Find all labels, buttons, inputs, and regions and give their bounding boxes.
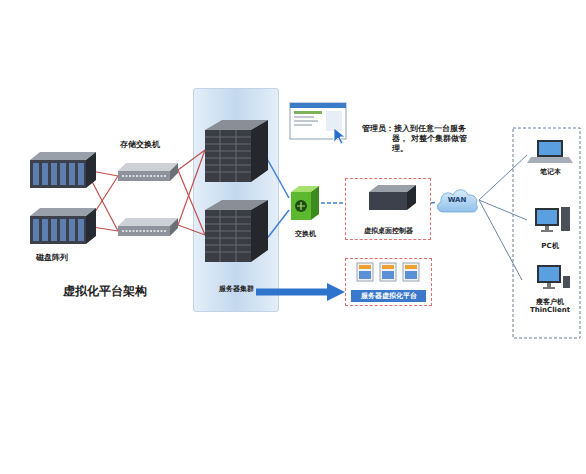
thin-screen	[539, 267, 559, 281]
pc-node: PC机	[527, 205, 573, 255]
node-label: PC机	[527, 242, 573, 250]
storage-switch	[118, 163, 178, 181]
laptop-base	[527, 157, 573, 163]
server-cluster-band: 服务器集群	[193, 88, 279, 312]
wan-cloud: WAN	[435, 187, 479, 213]
thin-stand	[547, 283, 551, 287]
screen-content	[294, 124, 312, 126]
wan-link	[479, 200, 522, 280]
node-label: 笔记本	[527, 168, 573, 176]
switch-icon-front	[291, 192, 311, 220]
diagram-title: 虚拟化平台架构	[63, 283, 147, 299]
screen-content	[326, 111, 342, 131]
pc-stand	[545, 226, 549, 230]
big-arrow	[279, 289, 327, 296]
pc-icon	[535, 207, 570, 232]
client-group-frame	[513, 128, 580, 338]
switch-icon-arrows	[297, 202, 305, 210]
dashed-link	[321, 202, 345, 204]
network-link	[279, 210, 289, 223]
thin-stand	[543, 287, 555, 289]
node-label: 服务器虚拟化平台	[351, 290, 426, 302]
laptop-node: 笔记本	[527, 135, 573, 180]
screen-content	[294, 111, 322, 114]
node-label: 瘦客户机 ThinClient	[522, 298, 578, 315]
desktop-controller-box: 虚拟桌面控制器	[345, 178, 431, 240]
switch-icon-side	[311, 186, 319, 220]
network-link	[279, 180, 289, 198]
switch-icon-core	[295, 200, 307, 212]
screen-content	[294, 120, 318, 122]
storage-wire	[86, 170, 118, 176]
screen-frame	[290, 103, 346, 139]
admin-screen	[290, 103, 346, 144]
pc-tower	[561, 207, 570, 231]
storage-switch	[118, 218, 178, 236]
switch-node: 交换机	[289, 183, 321, 241]
switch-icon-top	[291, 186, 319, 192]
thin-monitor	[537, 265, 561, 283]
storage-switch-label: 存储交换机	[120, 140, 160, 150]
node-label: 交换机	[289, 230, 321, 238]
thin-client-node: 瘦客户机 ThinClient	[522, 262, 578, 328]
storage-wire	[86, 170, 118, 231]
screen-titlebar	[290, 103, 346, 108]
node-label: 虚拟桌面控制器	[346, 227, 430, 235]
pc-screen	[537, 210, 557, 224]
disk-array-label: 磁盘阵列	[36, 253, 68, 263]
admin-note: 管理员：接入到任意一台服务器， 对整个集群做管理。	[362, 124, 480, 154]
storage-wire	[86, 226, 118, 231]
laptop-lid	[537, 140, 563, 157]
node-label: WAN	[435, 196, 479, 204]
wan-link	[479, 155, 527, 200]
mouse-cursor	[334, 128, 345, 144]
dashed-link	[431, 202, 435, 204]
laptop-screen	[539, 142, 561, 155]
laptop-icon	[527, 140, 573, 163]
thin-box	[563, 276, 570, 288]
disk-array	[30, 208, 96, 244]
switch-icon	[291, 186, 319, 220]
virtualization-platform-box: 服务器虚拟化平台	[345, 258, 432, 306]
node-label: 服务器集群	[194, 285, 278, 293]
wan-link	[479, 200, 527, 220]
pc-monitor	[535, 208, 559, 226]
storage-wires	[86, 150, 205, 235]
thin-client-icon	[537, 265, 570, 289]
disk-array	[30, 152, 96, 188]
storage-wire	[86, 176, 118, 226]
screen-content	[294, 116, 314, 118]
pc-stand	[541, 230, 553, 232]
